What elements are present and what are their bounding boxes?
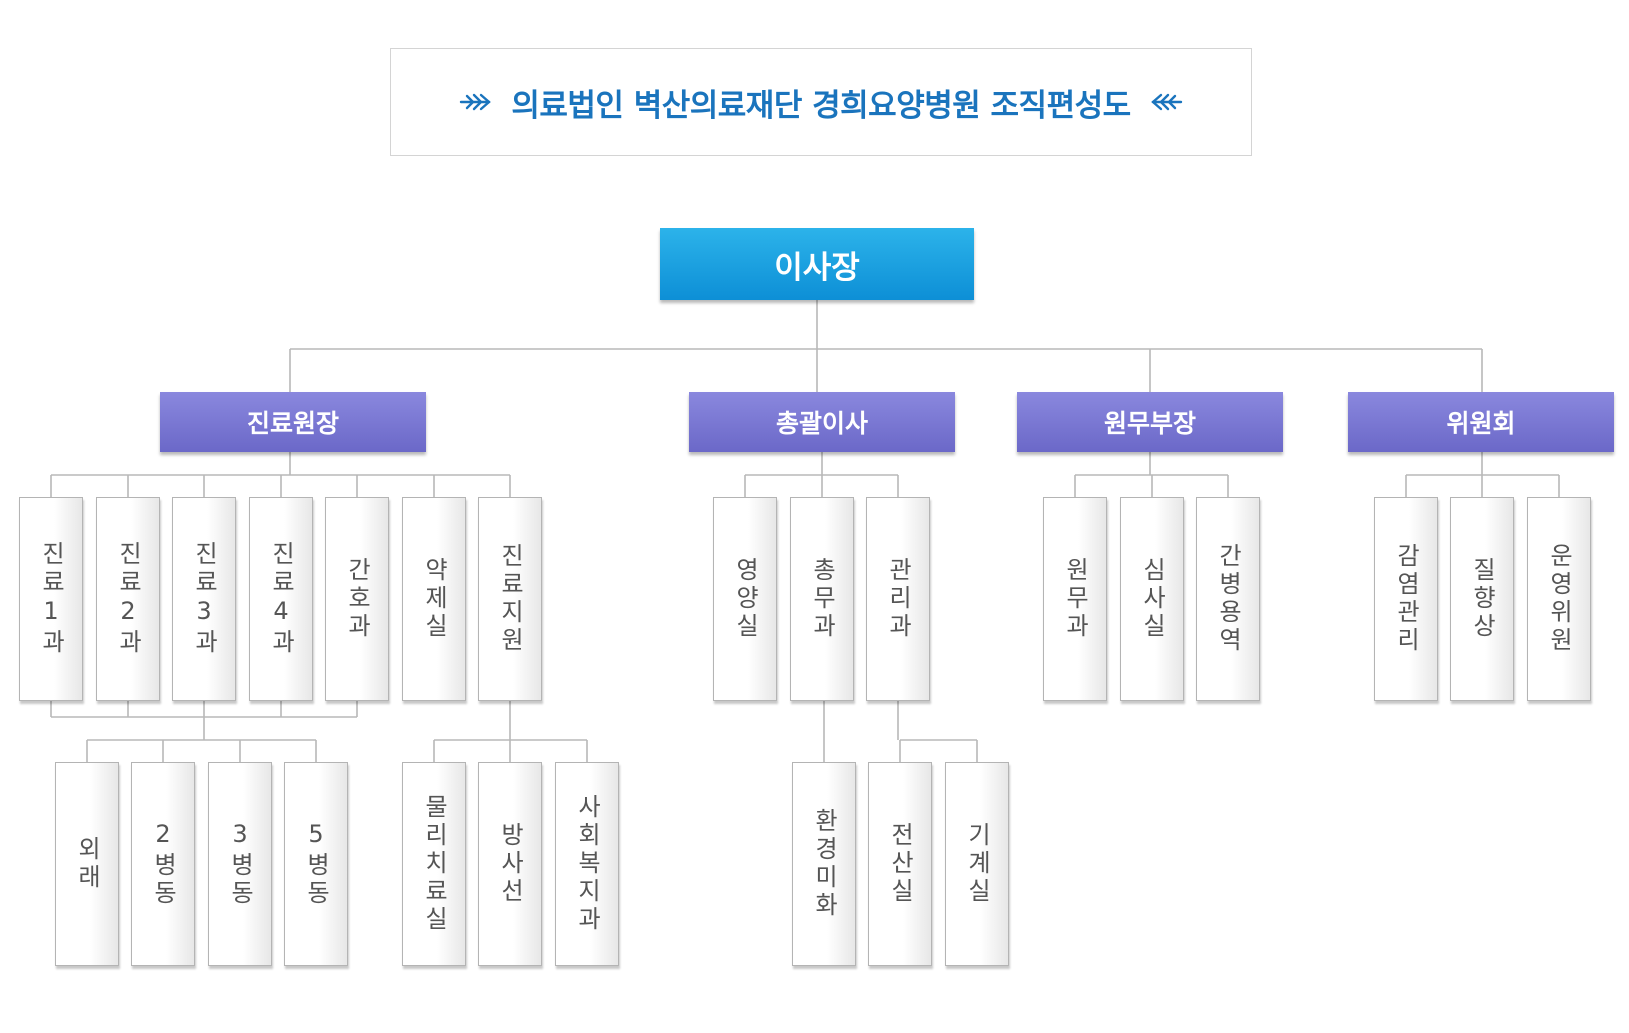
unit-node: 운영위원 (1527, 497, 1591, 701)
division-node: 진료원장 (160, 392, 426, 452)
unit-node: 심사실 (1120, 497, 1184, 701)
unit-node: 진료3과 (172, 497, 236, 701)
unit-node: 관리과 (866, 497, 930, 701)
sub-unit-node: 전산실 (868, 762, 932, 966)
unit-node: 총무과 (790, 497, 854, 701)
title-box: 의료법인 벽산의료재단 경희요양병원 조직편성도 (390, 48, 1252, 156)
sub-unit-node: 기계실 (945, 762, 1009, 966)
division-node: 총괄이사 (689, 392, 955, 452)
ward-node: 5병동 (284, 762, 348, 966)
unit-node: 원무과 (1043, 497, 1107, 701)
sub-unit-node: 물리치료실 (402, 762, 466, 966)
unit-node: 진료지원 (478, 497, 542, 701)
unit-node: 질향상 (1450, 497, 1514, 701)
feather-arrow-left-icon (1149, 91, 1183, 113)
ward-node: 3병동 (208, 762, 272, 966)
unit-node: 간병용역 (1196, 497, 1260, 701)
sub-unit-node: 방사선 (478, 762, 542, 966)
sub-unit-node: 사회복지과 (555, 762, 619, 966)
division-node: 위원회 (1348, 392, 1614, 452)
ward-node: 2병동 (131, 762, 195, 966)
unit-node: 진료1과 (19, 497, 83, 701)
feather-arrow-right-icon (459, 91, 493, 113)
unit-node: 진료4과 (249, 497, 313, 701)
org-root-node: 이사장 (660, 228, 974, 300)
sub-unit-node: 환경미화 (792, 762, 856, 966)
unit-node: 약제실 (402, 497, 466, 701)
unit-node: 진료2과 (96, 497, 160, 701)
ward-node: 외래 (55, 762, 119, 966)
chart-title: 의료법인 벽산의료재단 경희요양병원 조직편성도 (511, 87, 1131, 124)
unit-node: 간호과 (325, 497, 389, 701)
unit-node: 영양실 (713, 497, 777, 701)
unit-node: 감염관리 (1374, 497, 1438, 701)
division-node: 원무부장 (1017, 392, 1283, 452)
